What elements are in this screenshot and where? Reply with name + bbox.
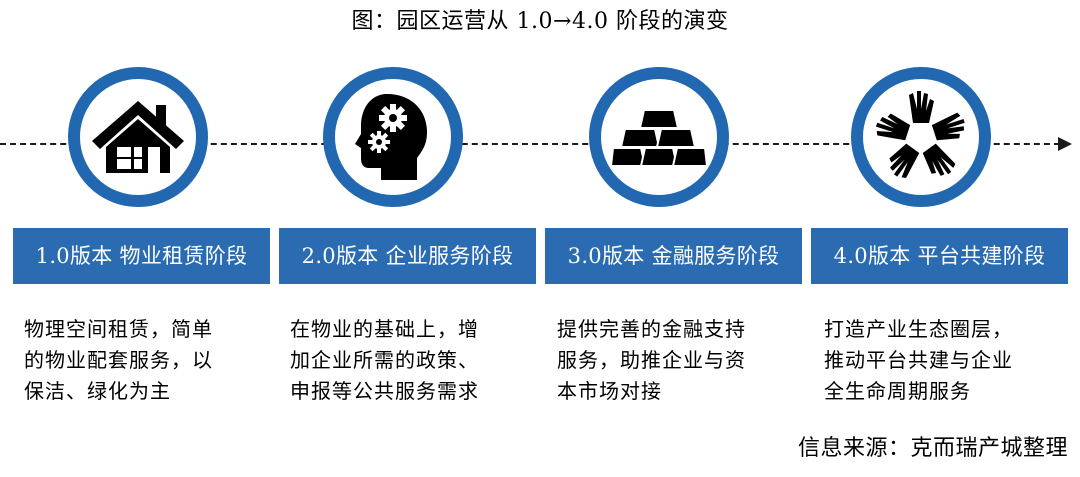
- description-line: 在物业的基础上，增: [290, 317, 479, 341]
- timeline-arrow-icon: [1058, 137, 1072, 151]
- stage-3-description: 提供完善的金融支持 服务，助推企业与资 本市场对接: [557, 314, 807, 407]
- stage-4-circle: [851, 67, 991, 207]
- description-line: 全生命周期服务: [824, 379, 971, 403]
- description-line: 申报等公共服务需求: [290, 379, 479, 403]
- description-line: 加企业所需的政策、: [290, 348, 479, 372]
- timeline-dashed-line: [0, 143, 1070, 147]
- description-line: 打造产业生态圈层，: [824, 317, 1013, 341]
- diagram-title: 图：园区运营从 1.0→4.0 阶段的演变: [351, 9, 729, 34]
- description-line: 提供完善的金融支持: [557, 317, 746, 341]
- description-line: 服务，助推企业与资: [557, 348, 746, 372]
- hands-circle-icon: [876, 91, 965, 179]
- stage-3-circle: [589, 67, 729, 207]
- stage-2-description: 在物业的基础上，增 加企业所需的政策、 申报等公共服务需求: [290, 314, 540, 407]
- gold-bars-icon: [611, 109, 707, 167]
- description-line: 推动平台共建与企业: [824, 348, 1013, 372]
- stage-4-description: 打造产业生态圈层， 推动平台共建与企业 全生命周期服务: [824, 314, 1074, 407]
- stage-3-label: 3.0版本 金融服务阶段: [545, 228, 802, 284]
- description-line: 的物业配套服务，以: [24, 348, 213, 372]
- stage-1-description: 物理空间租赁，简单 的物业配套服务，以 保洁、绿化为主: [24, 314, 274, 407]
- description-line: 保洁、绿化为主: [24, 379, 171, 403]
- stage-2-label: 2.0版本 企业服务阶段: [279, 228, 536, 284]
- source-note: 信息来源：克而瑞产城整理: [797, 436, 1068, 461]
- head-gears-icon: [355, 94, 427, 180]
- stage-4-label: 4.0版本 平台共建阶段: [811, 228, 1068, 284]
- description-line: 本市场对接: [557, 379, 662, 403]
- stage-2-circle: [323, 67, 463, 207]
- description-line: 物理空间租赁，简单: [24, 317, 213, 341]
- house-icon: [92, 101, 184, 173]
- stage-1-label: 1.0版本 物业租赁阶段: [13, 228, 270, 284]
- stage-1-circle: [68, 67, 208, 207]
